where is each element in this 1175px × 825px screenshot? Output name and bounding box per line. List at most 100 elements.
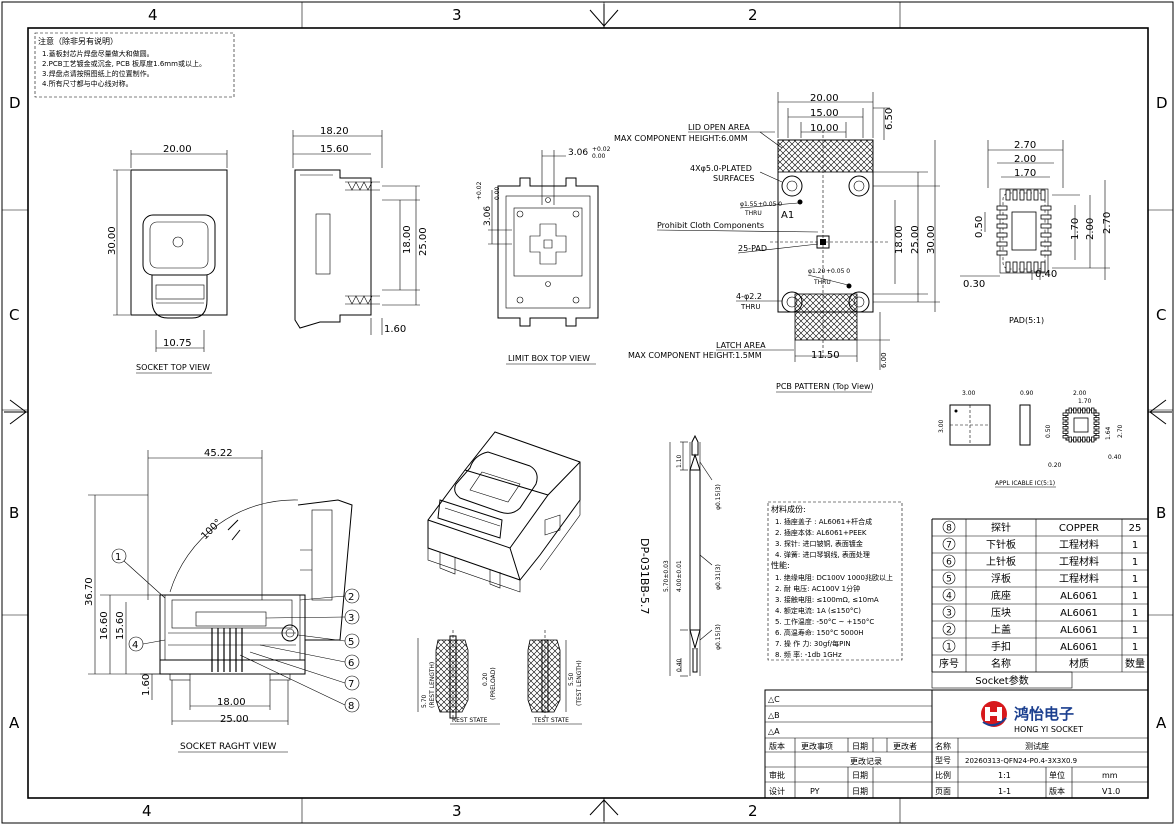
callout-thru: THRU	[744, 210, 762, 217]
dim-label: 1.70	[1014, 168, 1036, 179]
tb-scale-label: 比例	[935, 770, 951, 780]
dim-label: 5.70	[421, 694, 428, 708]
bom-header-name: 名称	[991, 657, 1011, 670]
dim-label: (REST LENGTH)	[429, 662, 436, 708]
note-line: 1.蓋板封芯片焊盘尽量做大和做圆。	[42, 49, 154, 58]
spec-line: 2. 耐 电压: AC100V 1分钟	[775, 584, 860, 593]
part-balloon: 8	[239, 654, 360, 713]
tb-scale-value: 1:1	[998, 771, 1011, 780]
angle-label: 100°	[199, 517, 224, 542]
pad-view: 2.70 2.00 1.70 0.50 1.70 2.00 2.70 0.40 …	[960, 140, 1113, 325]
dim-label: 25.00	[418, 227, 429, 256]
spec-line: 4. 额定电流: 1A (≤150°C)	[775, 606, 861, 615]
row-label-left-c: C	[9, 306, 19, 324]
dim-label: 1.60	[141, 674, 152, 696]
logo-en: HONG YI SOCKET	[1014, 725, 1083, 734]
bom-row-name: 上盖	[991, 623, 1011, 636]
specs-material-title: 材料成份:	[771, 504, 806, 514]
tb-date-label: 日期	[852, 787, 868, 796]
pad-pin	[1040, 261, 1046, 273]
ic-pad	[1073, 417, 1089, 433]
bom-row-name: 压块	[991, 607, 1011, 619]
callout-prohibit: Prohibit Cloth Components	[657, 221, 764, 230]
dim-label: 2.00	[1014, 154, 1036, 165]
bom-balloon	[942, 537, 956, 551]
tb-name-label: 名称	[935, 741, 951, 751]
pcb-pattern-view: 20.00 15.00 10.00 6.50 18.00 25.00 30.00…	[614, 92, 940, 393]
dim-label: φ0.15(3)	[715, 624, 722, 650]
tb-design-label: 设计	[769, 786, 785, 796]
dim-label: φ0.31(3)	[715, 564, 722, 590]
bom-param-title: Socket参数	[975, 674, 1028, 687]
socket-right-view: 45.22 100° 36.70 16.60 15.60 1.60	[84, 448, 360, 753]
ic-pin	[1093, 412, 1100, 416]
callout-lid: LID OPEN AREA	[688, 123, 750, 132]
bom-row-no: 6	[946, 558, 952, 568]
part-balloon: 7	[249, 651, 360, 691]
dim-label: 10.75	[163, 338, 192, 349]
tb-version-value: V1.0	[1102, 787, 1120, 796]
note-line: 4.所有尺寸都与中心线对称。	[42, 79, 133, 88]
spec-line: 1. 绝缘电阻: DC100V 1000兆欧以上	[775, 573, 893, 582]
dim-label: 1.60	[384, 324, 406, 335]
tb-page-label: 页面	[935, 787, 951, 796]
part-balloon: 3	[265, 609, 360, 625]
part-balloon: 1	[111, 548, 166, 599]
bom-row-material: 工程材料	[1059, 538, 1099, 551]
dim-tolerance: +0.02	[592, 146, 611, 153]
bom-row-material: AL6061	[1060, 591, 1098, 602]
callout-hole: φ1.20	[808, 268, 826, 275]
callout-lid: MAX COMPONENT HEIGHT:6.0MM	[614, 134, 748, 143]
row-label-left-b: B	[9, 504, 19, 522]
bom-row-no: 3	[946, 609, 952, 619]
dim-label: 25.00	[910, 225, 921, 254]
view-caption: APPL ICABLE IC(5:1)	[995, 480, 1055, 487]
bom-header-no: 序号	[939, 657, 959, 670]
col-label-bottom-4: 4	[142, 802, 152, 820]
tb-unit-label: 单位	[1049, 770, 1065, 780]
bom-row-qty: 25	[1129, 523, 1142, 534]
bom-row-name: 浮板	[991, 572, 1011, 585]
bom-row-name: 上针板	[986, 555, 1016, 568]
ic-pin	[1062, 412, 1069, 416]
bom-row-qty: 1	[1132, 574, 1138, 585]
dim-label: 30.00	[107, 226, 118, 255]
dim-label: 3.00	[938, 419, 945, 433]
note-line: 2.PCB工艺镀金或沉金, PCB 板厚度1.6mm或以上。	[42, 59, 206, 68]
pad-pin	[996, 223, 1008, 229]
bom-row-qty: 1	[1132, 540, 1138, 551]
ic-pin	[1062, 430, 1069, 434]
pad-pin	[1033, 189, 1039, 201]
view-caption: PAD(5:1)	[1009, 316, 1044, 325]
dim-label: 16.60	[99, 611, 110, 640]
dim-label: 18.00	[217, 697, 246, 708]
dim-label: (TEST LENGTH)	[576, 660, 583, 706]
spec-line: 8. 频 率: -1db 1GHz	[775, 650, 842, 659]
ic-pin	[1093, 421, 1100, 425]
view-caption: PCB PATTERN (Top View)	[776, 382, 874, 391]
tb-page-value: 1-1	[998, 787, 1011, 796]
tb-name-value: 测试座	[1025, 741, 1049, 751]
ic-pin	[1091, 407, 1095, 414]
note-line: 3.焊盘点请按照图纸上的位置制作。	[42, 69, 154, 78]
spec-line: 6. 高温寿命: 150°C 5000H	[775, 628, 864, 637]
pad-pin	[1005, 189, 1011, 201]
tb-approve-label: 审批	[769, 770, 785, 780]
dim-label: 2.00	[1085, 218, 1096, 240]
spec-line: 3. 接触电阻: ≤100mΩ, ≤10mA	[775, 595, 879, 604]
part-balloon: 5	[297, 633, 360, 649]
callout-thru: THRU	[740, 303, 761, 311]
pad-pin	[996, 214, 1008, 220]
ic-pin	[1086, 436, 1090, 443]
dim-label: 5.70±0.03	[663, 560, 670, 592]
bom-balloon	[942, 554, 956, 568]
company-logo: 鸿怡电子 HONG YI SOCKET	[981, 701, 1083, 734]
balloon-label: 2	[348, 592, 354, 603]
bom-row-qty: 1	[1132, 625, 1138, 636]
view-caption: LIMIT BOX TOP VIEW	[508, 354, 590, 363]
frame-zone-labels: 4 3 2 4 3 2 D C B A D C B A	[9, 6, 1168, 820]
spec-line: 7. 操 作 力: 30gf/每PIN	[775, 639, 851, 648]
dim-label: 6.00	[880, 352, 888, 368]
dim-label: 18.00	[894, 225, 905, 254]
dim-label: 2.70	[1117, 424, 1124, 438]
